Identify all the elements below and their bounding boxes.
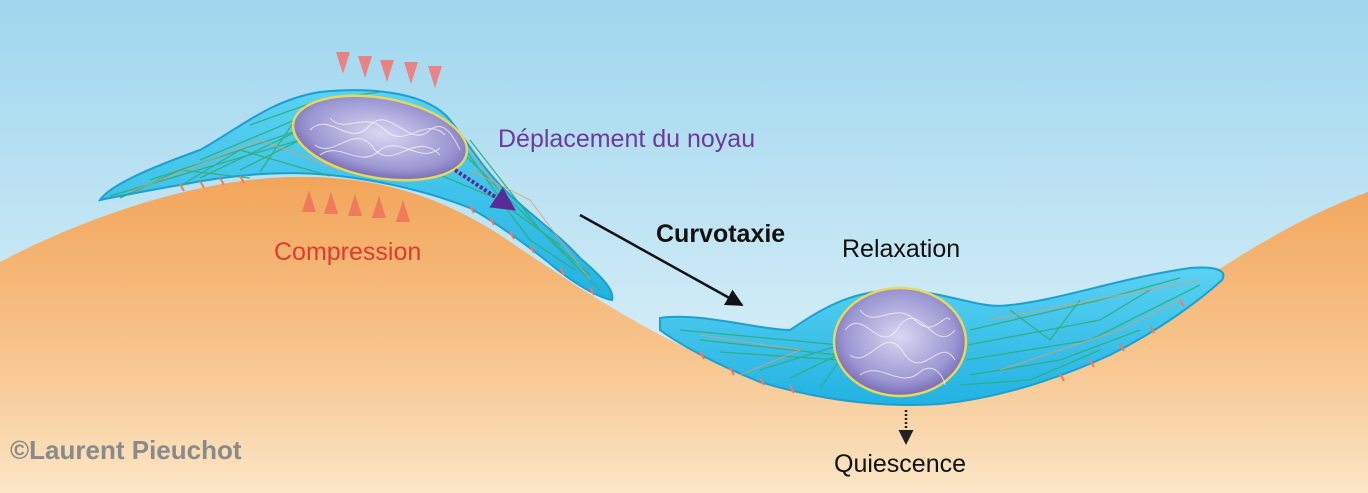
label-nuclear-displacement: Déplacement du noyau	[498, 125, 755, 153]
credit-text: ©Laurent Pieuchot	[10, 435, 242, 465]
nucleus-right	[834, 288, 966, 396]
label-relaxation: Relaxation	[842, 235, 960, 263]
label-curvotaxis: Curvotaxie	[656, 220, 785, 248]
label-quiescence: Quiescence	[834, 450, 966, 478]
label-compression: Compression	[274, 238, 421, 266]
